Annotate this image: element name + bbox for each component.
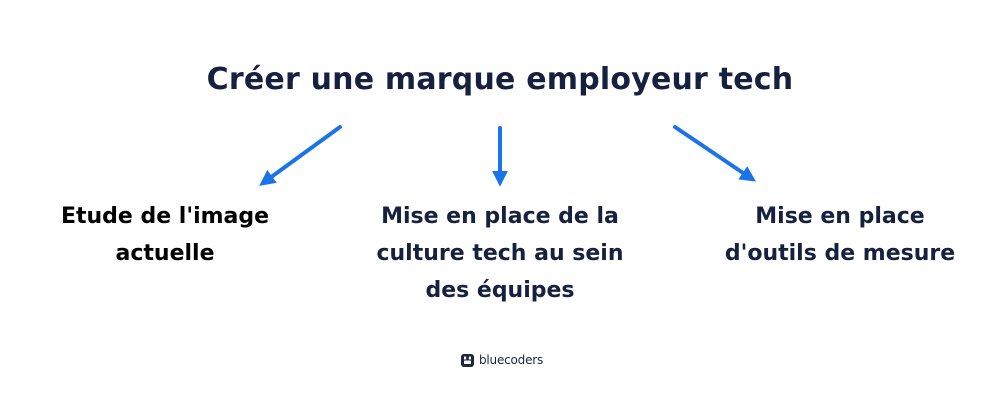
arrow-left xyxy=(259,125,342,186)
branch-line: d'outils de mesure xyxy=(724,241,956,266)
branch-line: Etude de l'image xyxy=(60,204,270,229)
arrow-right xyxy=(673,125,756,182)
branch-line: Mise en place de la xyxy=(381,204,619,229)
branch-measurement-tools: Mise en place d'outils de mesure xyxy=(695,198,985,272)
branch-line: des équipes xyxy=(425,278,575,303)
brand-logo: bluecoders xyxy=(461,352,543,368)
branch-line: actuelle xyxy=(115,241,215,266)
branch-image-study: Etude de l'image actuelle xyxy=(40,198,290,272)
branch-line: culture tech au sein xyxy=(376,241,624,266)
branch-line: Mise en place xyxy=(755,204,925,229)
brand-name: bluecoders xyxy=(479,353,544,367)
branch-tech-culture: Mise en place de la culture tech au sein… xyxy=(345,198,655,309)
diagram-title: Créer une marque employeur tech xyxy=(206,62,794,97)
bluecoders-logo-icon xyxy=(461,353,474,367)
